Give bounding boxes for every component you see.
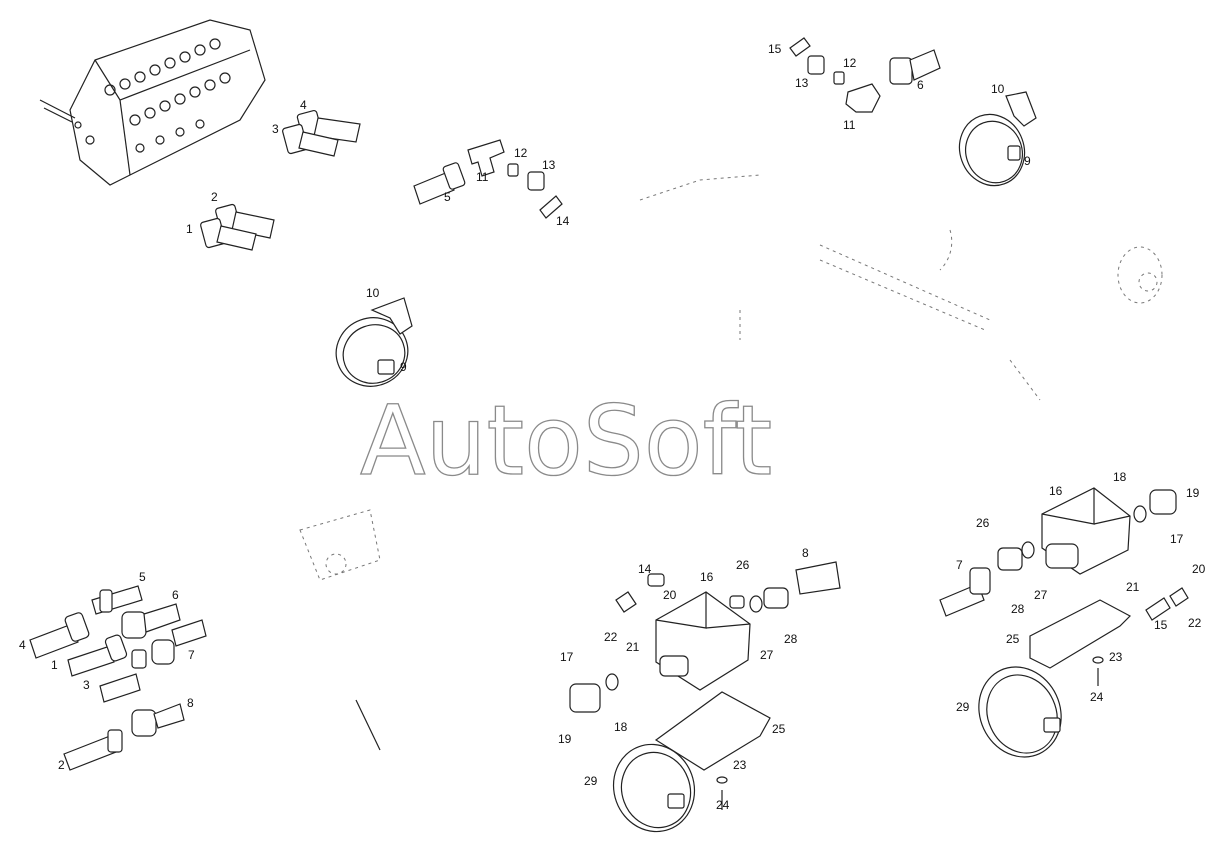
injection-pump-drawing	[39, 19, 266, 186]
callout-label: 2	[211, 190, 218, 204]
callout-label: 25	[772, 722, 786, 736]
callout-label: 13	[795, 76, 809, 90]
callout-label: 7	[956, 558, 963, 572]
pipe-fittings-top-left	[200, 109, 361, 251]
callout-label: 16	[700, 570, 714, 584]
callout-label: 6	[172, 588, 179, 602]
callout-label: 18	[614, 720, 628, 734]
callout-label: 5	[139, 570, 146, 584]
callout-label: 12	[514, 146, 528, 160]
callout-label: 21	[1126, 580, 1140, 594]
callout-label: 18	[1113, 470, 1127, 484]
hose-clamp-middle-left	[335, 297, 413, 387]
callout-label: 11	[476, 170, 489, 184]
callout-label: 16	[1049, 484, 1063, 498]
callout-label: 13	[542, 158, 556, 172]
callout-label: 28	[1011, 602, 1025, 616]
callout-label: 15	[1154, 618, 1168, 632]
callout-label: 27	[1034, 588, 1048, 602]
callout-label: 22	[1188, 616, 1202, 630]
callout-label: 3	[272, 122, 279, 136]
callout-label: 4	[19, 638, 26, 652]
callout-label: 20	[663, 588, 677, 602]
callout-label: 11	[843, 118, 856, 132]
callout-labels: 4 3 2 1 5 11 12 13 14 15 12 13 11 6 10 9…	[19, 42, 1206, 812]
callout-label: 21	[626, 640, 640, 654]
callout-label: 1	[186, 222, 193, 236]
callout-label: 29	[584, 774, 598, 788]
callout-label: 9	[1024, 154, 1031, 168]
callout-label: 29	[956, 700, 970, 714]
callout-label: 5	[444, 190, 451, 204]
callout-label: 25	[1006, 632, 1020, 646]
callout-label: 23	[1109, 650, 1123, 664]
callout-label: 8	[802, 546, 809, 560]
callout-label: 1	[51, 658, 58, 672]
callout-label: 8	[187, 696, 194, 710]
callout-label: 7	[188, 648, 195, 662]
fittings-top-right	[789, 37, 1037, 187]
callout-label: 19	[1186, 486, 1200, 500]
callout-label: 2	[58, 758, 65, 772]
callout-label: 10	[991, 82, 1005, 96]
watermark: AutoSoft	[360, 385, 772, 497]
callout-label: 14	[556, 214, 570, 228]
callout-label: 28	[784, 632, 798, 646]
callout-label: 26	[976, 516, 990, 530]
engine-outline	[299, 174, 1163, 751]
callout-label: 3	[83, 678, 90, 692]
callout-label: 15	[768, 42, 782, 56]
callout-label: 24	[716, 798, 730, 812]
callout-label: 17	[1170, 532, 1184, 546]
callout-label: 27	[760, 648, 774, 662]
callout-label: 22	[604, 630, 618, 644]
callout-label: 17	[560, 650, 574, 664]
callout-label: 24	[1090, 690, 1104, 704]
valve-assembly-bottom-center	[569, 561, 841, 833]
callout-label: 12	[843, 56, 857, 70]
callout-label: 19	[558, 732, 572, 746]
callout-label: 4	[300, 98, 307, 112]
fittings-top-center	[413, 139, 563, 219]
callout-label: 20	[1192, 562, 1206, 576]
callout-label: 26	[736, 558, 750, 572]
callout-label: 9	[400, 360, 407, 374]
callout-label: 14	[638, 562, 652, 576]
valve-assembly-bottom-right	[939, 487, 1189, 758]
callout-label: 23	[733, 758, 747, 772]
callout-label: 6	[917, 78, 924, 92]
callout-label: 10	[366, 286, 380, 300]
pipe-set-bottom-left	[29, 585, 207, 771]
